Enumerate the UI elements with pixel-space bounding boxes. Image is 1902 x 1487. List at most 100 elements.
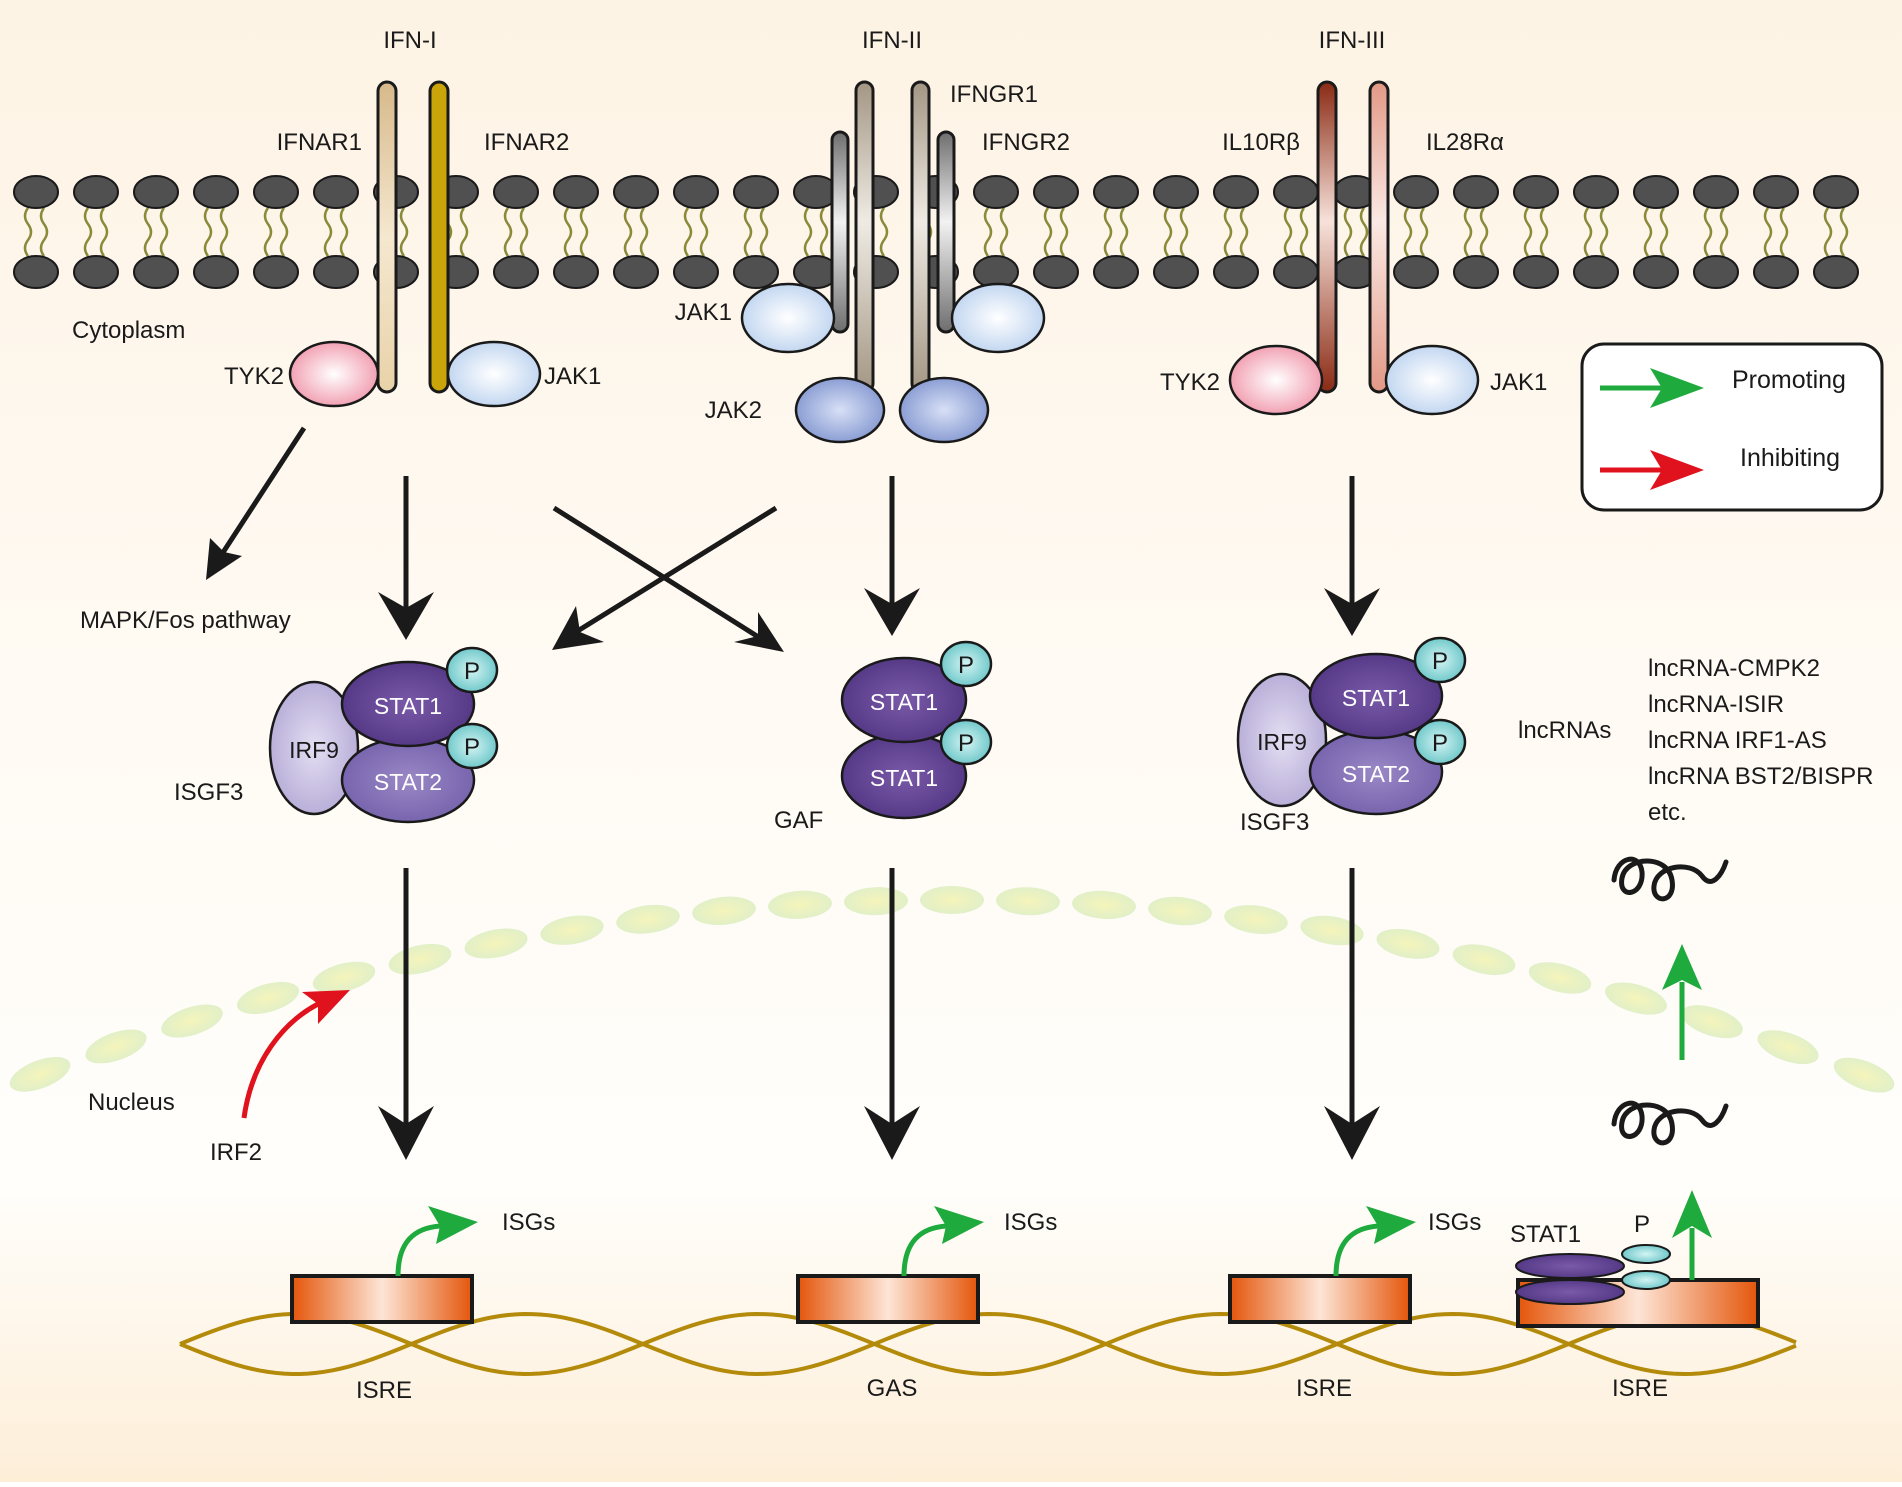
- irf2-inhibiting-arrowhead: [302, 990, 350, 1024]
- stat1-right: [1308, 652, 1444, 740]
- irf2-inhibiting-arrow: [241, 1001, 320, 1119]
- element-label-1: ISRE: [356, 1377, 412, 1404]
- ifnar1-label: IFNAR1: [277, 129, 362, 156]
- envelope-segment: [85, 1029, 147, 1064]
- isg-arrow-3: [1333, 1223, 1379, 1277]
- cytoplasm-label: Cytoplasm: [72, 317, 185, 344]
- phospho-right-top: [1413, 636, 1467, 684]
- tyk2-kinase: [288, 340, 380, 408]
- lipid-head: [1573, 255, 1619, 289]
- lipid-head: [193, 255, 239, 289]
- lipid-tails: [623, 207, 649, 257]
- lipid-head: [73, 255, 119, 289]
- arrowhead-ifn1-down: [378, 592, 434, 640]
- isre-box-2: [1228, 1274, 1412, 1324]
- jak1-kinase: [446, 340, 542, 408]
- lncrna-item-2: lncRNA-ISIR: [1648, 691, 1784, 718]
- lipid-head: [733, 175, 779, 209]
- lipid-head: [1453, 255, 1499, 289]
- ifn3-receptor: IFN-III IL10Rβ IL28Rα TYK2 JAK1: [1160, 27, 1547, 416]
- arrowhead-ifn1-to-gaf: [734, 612, 784, 652]
- lipid-tails: [1823, 207, 1849, 257]
- phospho-gaf-top: [939, 640, 993, 688]
- lipid-head: [553, 175, 599, 209]
- lipid-head: [1453, 175, 1499, 209]
- envelope-segment: [161, 1004, 223, 1038]
- lipid-head: [493, 175, 539, 209]
- arrowhead-ifn2-to-isgf3: [552, 606, 604, 650]
- lipid-head: [1813, 255, 1859, 289]
- isgs-label-3: ISGs: [1428, 1209, 1481, 1236]
- envelope-segment: [1452, 944, 1516, 976]
- arrowhead-to-mapk: [206, 538, 242, 580]
- lipid-tails: [203, 207, 229, 257]
- irf9-left-label: IRF9: [289, 737, 339, 763]
- lipid-head: [253, 175, 299, 209]
- lipid-head: [673, 175, 719, 209]
- lipid-head: [553, 255, 599, 289]
- lipid-head: [253, 255, 299, 289]
- lipid-head: [13, 255, 59, 289]
- lipid-head: [133, 255, 179, 289]
- isg-arrowhead-2: [934, 1206, 984, 1244]
- isgf3-right-complex: IRF9 STAT1 STAT2 P P ISGF3: [1236, 636, 1467, 836]
- element-label-3: ISRE: [1296, 1375, 1352, 1402]
- lipid-tails: [263, 207, 289, 257]
- envelope-segment: [768, 890, 832, 919]
- stat1-gaf-top: [840, 656, 968, 744]
- jak1-ifn3-label: JAK1: [1490, 369, 1547, 396]
- lipid-tails: [1223, 207, 1249, 257]
- lncrna-item-3: lncRNA IRF1-AS: [1648, 727, 1827, 754]
- lipid-head: [613, 175, 659, 209]
- envelope-segment: [1681, 1005, 1743, 1039]
- phospho-gaf-top-label: P: [958, 652, 974, 679]
- phospho-gaf-bottom-label: P: [958, 730, 974, 757]
- lipid-head: [1273, 175, 1319, 209]
- lipid-head: [1153, 255, 1199, 289]
- nuclear-envelope: [9, 886, 1895, 1093]
- arrowhead-gaf-to-gas: [864, 1106, 920, 1160]
- lipid-tails: [1463, 207, 1489, 257]
- phospho-right-top-label: P: [1432, 648, 1448, 675]
- jak1-ifn3-kinase: [1384, 344, 1480, 416]
- lipid-tails: [683, 207, 709, 257]
- gaf-label: GAF: [774, 807, 823, 834]
- ifnar1-chain: [376, 80, 398, 394]
- il10rb-label: IL10Rβ: [1222, 129, 1300, 156]
- lncrna-item-1: lncRNA-CMPK2: [1648, 655, 1820, 682]
- envelope-segment: [1300, 915, 1364, 946]
- envelope-segment: [312, 961, 376, 994]
- ifngr2-chain-left: [830, 130, 850, 334]
- envelope-segment: [1376, 928, 1440, 959]
- lipid-tails: [743, 207, 769, 257]
- phospho-left-top-label: P: [464, 658, 480, 685]
- isre-box-1: [290, 1274, 474, 1324]
- lipid-tails: [1523, 207, 1549, 257]
- envelope-segment: [464, 928, 528, 959]
- tyk2-label: TYK2: [224, 363, 284, 390]
- dna-bound-phospho-top: [1621, 1244, 1671, 1264]
- dna-bound-stat1-top: [1515, 1253, 1625, 1279]
- ifngr1-chain-left: [854, 80, 875, 394]
- envelope-segment: [540, 915, 604, 945]
- envelope-segment: [996, 887, 1060, 916]
- jak1-ifn2-label: JAK1: [675, 299, 732, 326]
- ifn3-title: IFN-III: [1319, 27, 1386, 54]
- tyk2-ifn3-label: TYK2: [1160, 369, 1220, 396]
- arrow-ifn1-to-gaf: [552, 505, 762, 641]
- ifn1-title: IFN-I: [383, 27, 436, 54]
- nuclear-arrows: [378, 868, 1380, 1160]
- ifn1-receptor: IFN-I IFNAR1 IFNAR2 TYK2 JAK1: [224, 27, 601, 408]
- cell-membrane: [13, 175, 1859, 289]
- isg-arrowhead-3: [1366, 1206, 1416, 1244]
- lipid-head: [313, 255, 359, 289]
- lipid-tails: [803, 207, 829, 257]
- lipid-head: [1813, 175, 1859, 209]
- phospho-right-bottom-label: P: [1432, 730, 1448, 757]
- ifn2-receptor: IFN-II IFNGR1 IFNGR2 JAK1 JAK2: [675, 27, 1070, 444]
- lipid-head: [1213, 255, 1259, 289]
- irf9-right: [1236, 672, 1328, 808]
- stat1-left-label: STAT1: [374, 693, 442, 719]
- isgs-label-2: ISGs: [1004, 1209, 1057, 1236]
